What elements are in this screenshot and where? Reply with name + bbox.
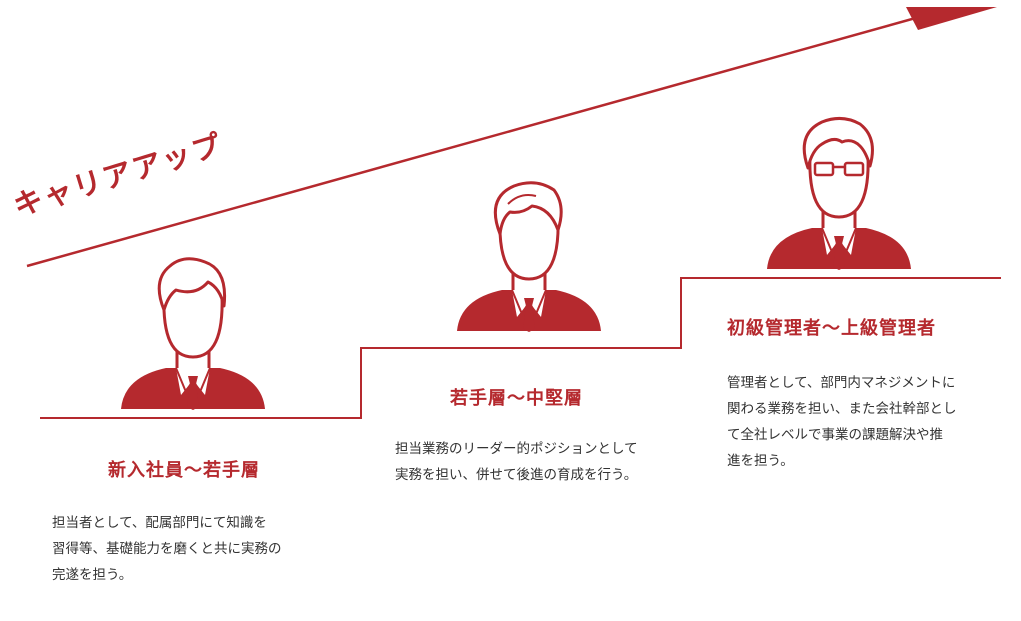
stage-3-title: 初級管理者～上級管理者 — [727, 318, 936, 339]
young-employee-icon — [121, 257, 265, 410]
stage-2-description: 担当業務のリーダー的ポジションとして 実務を担い、併せて後進の育成を行う。 — [395, 441, 638, 483]
glasses-icon — [813, 161, 865, 177]
staircase-line — [40, 277, 1001, 419]
mid-level-employee-icon — [457, 181, 601, 332]
stage-3-description: 管理者として、部門内マネジメントに 関わる業務を担い、また会社幹部とし て全社レ… — [727, 375, 957, 469]
manager-with-glasses-icon — [767, 117, 911, 270]
stage-1-title: 新入社員～若手層 — [108, 460, 260, 481]
stage-1-description: 担当者として、配属部門にて知識を 習得等、基礎能力を磨くと共に実務の 完遂を担う… — [52, 515, 282, 583]
career-up-arrow — [26, 7, 997, 268]
stage-2-title: 若手層～中堅層 — [450, 388, 583, 409]
